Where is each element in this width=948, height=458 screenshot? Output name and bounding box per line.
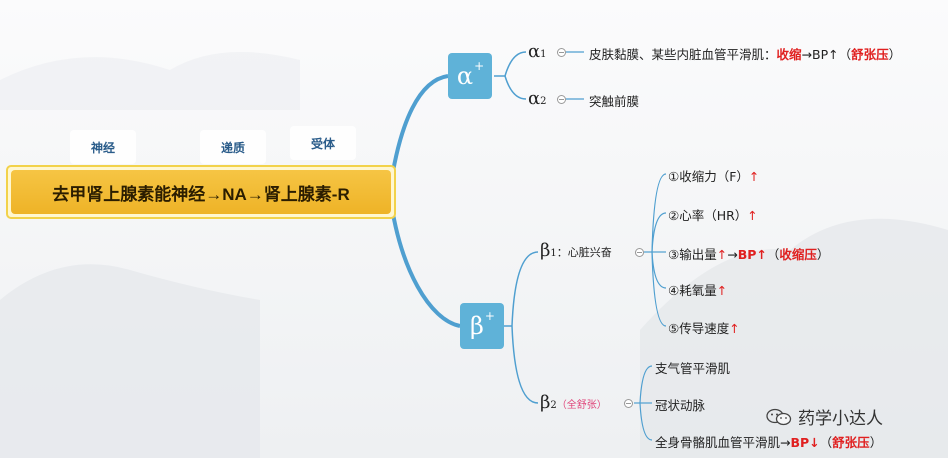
beta1-label: β xyxy=(540,240,551,261)
up-arrow-icon: ↑ xyxy=(729,321,740,336)
wechat-icon xyxy=(766,408,792,425)
alpha2-effect: 突触前膜 xyxy=(589,94,640,109)
alpha1-label: α xyxy=(528,41,541,62)
beta2-node[interactable]: β2（全舒张） xyxy=(540,392,607,413)
alpha-sup: + xyxy=(474,59,485,73)
beta1-item-3-paren-close: ） xyxy=(816,247,830,262)
beta2-sub: 2 xyxy=(550,400,557,411)
alpha1-sub: 1 xyxy=(540,49,547,60)
collapse-icon[interactable] xyxy=(635,248,644,257)
alpha1-effect: 皮肤黏膜、某些内脏血管平滑肌：收缩→BP↑（舒张压） xyxy=(589,44,901,63)
beta2-item-3-paren-close: ） xyxy=(869,435,883,450)
label-receptor-text: 受体 xyxy=(310,136,335,151)
central-topic-text: 去甲肾上腺素能神经→NA→肾上腺素-R xyxy=(11,170,391,214)
beta1-item-3-paren-open: （ xyxy=(766,247,780,262)
collapse-icon[interactable] xyxy=(557,95,566,104)
beta1-item-3-text: ③输出量 xyxy=(668,247,717,262)
beta2-item-3-bp: BP↓ xyxy=(790,435,820,450)
beta1-item-3-systolic: 收缩压 xyxy=(779,247,817,262)
label-receptor: 受体 xyxy=(290,126,356,160)
alpha1-effect-diastolic: 舒张压 xyxy=(851,47,889,62)
beta1-item-2: ②心率（HR）↑ xyxy=(668,205,758,224)
beta2-item-3-text: 全身骨骼肌血管平滑肌→ xyxy=(655,435,791,450)
up-arrow-icon: ↑ xyxy=(716,247,728,262)
label-transmitter-text: 递质 xyxy=(220,140,245,155)
up-arrow-icon: ↑ xyxy=(748,169,760,184)
up-arrow-icon: ↑ xyxy=(716,283,728,298)
beta1-sub: 1 xyxy=(550,248,557,259)
collapse-icon[interactable] xyxy=(557,48,566,57)
beta1-item-2-text: ②心率（HR） xyxy=(668,208,748,223)
beta2-item-3-paren-open: （ xyxy=(819,435,833,450)
beta1-item-5-text: ⑤传导速度 xyxy=(668,321,730,336)
label-nerve-text: 神经 xyxy=(90,140,115,155)
beta1-item-1-text: ①收缩力（F） xyxy=(668,169,749,184)
beta1-item-3-bp: BP↑ xyxy=(737,247,767,262)
beta-node[interactable]: β+ xyxy=(460,303,504,349)
beta1-item-4-text: ④耗氧量 xyxy=(668,283,717,298)
alpha1-effect-prefix: 皮肤黏膜、某些内脏血管平滑肌： xyxy=(589,47,777,62)
beta2-item-2: 冠状动脉 xyxy=(655,398,706,413)
beta1-note: ：心脏兴奋 xyxy=(556,246,612,259)
beta2-note-close: ） xyxy=(596,400,607,411)
alpha-node[interactable]: α+ xyxy=(448,53,492,99)
collapse-icon[interactable] xyxy=(624,399,633,408)
alpha1-effect-contract: 收缩 xyxy=(776,47,802,62)
watermark: 药学小达人 xyxy=(766,404,883,429)
alpha2-label: α xyxy=(528,88,541,109)
beta1-item-3-arrow: → xyxy=(727,247,738,262)
alpha2-node[interactable]: α2 xyxy=(528,88,547,109)
label-transmitter: 递质 xyxy=(200,130,266,164)
central-topic[interactable]: 去甲肾上腺素能神经→NA→肾上腺素-R xyxy=(6,165,396,219)
beta1-item-3: ③输出量↑→BP↑（收缩压） xyxy=(668,244,829,263)
beta2-label: β xyxy=(540,392,551,413)
beta2-item-3-diastolic: 舒张压 xyxy=(832,435,870,450)
beta1-node[interactable]: β1：心脏兴奋 xyxy=(540,240,612,261)
alpha2-sub: 2 xyxy=(540,96,547,107)
alpha1-node[interactable]: α1 xyxy=(528,41,547,62)
alpha1-effect-suffix: ） xyxy=(888,47,902,62)
beta1-item-4: ④耗氧量↑ xyxy=(668,280,727,299)
beta2-note: 全舒张 xyxy=(566,400,597,411)
alpha-label: α xyxy=(456,62,474,90)
beta-sup: + xyxy=(484,309,495,323)
alpha1-effect-bp: →BP↑（ xyxy=(801,47,852,62)
beta2-item-3: 全身骨骼肌血管平滑肌→BP↓（舒张压） xyxy=(655,432,882,451)
beta2-note-open: （ xyxy=(556,400,567,411)
beta-label: β xyxy=(470,312,484,340)
beta1-item-1: ①收缩力（F）↑ xyxy=(668,166,759,185)
watermark-text: 药学小达人 xyxy=(798,409,883,429)
up-arrow-icon: ↑ xyxy=(747,208,758,223)
beta2-item-1: 支气管平滑肌 xyxy=(655,361,731,376)
label-nerve: 神经 xyxy=(70,130,136,164)
beta1-item-5: ⑤传导速度↑ xyxy=(668,318,740,337)
